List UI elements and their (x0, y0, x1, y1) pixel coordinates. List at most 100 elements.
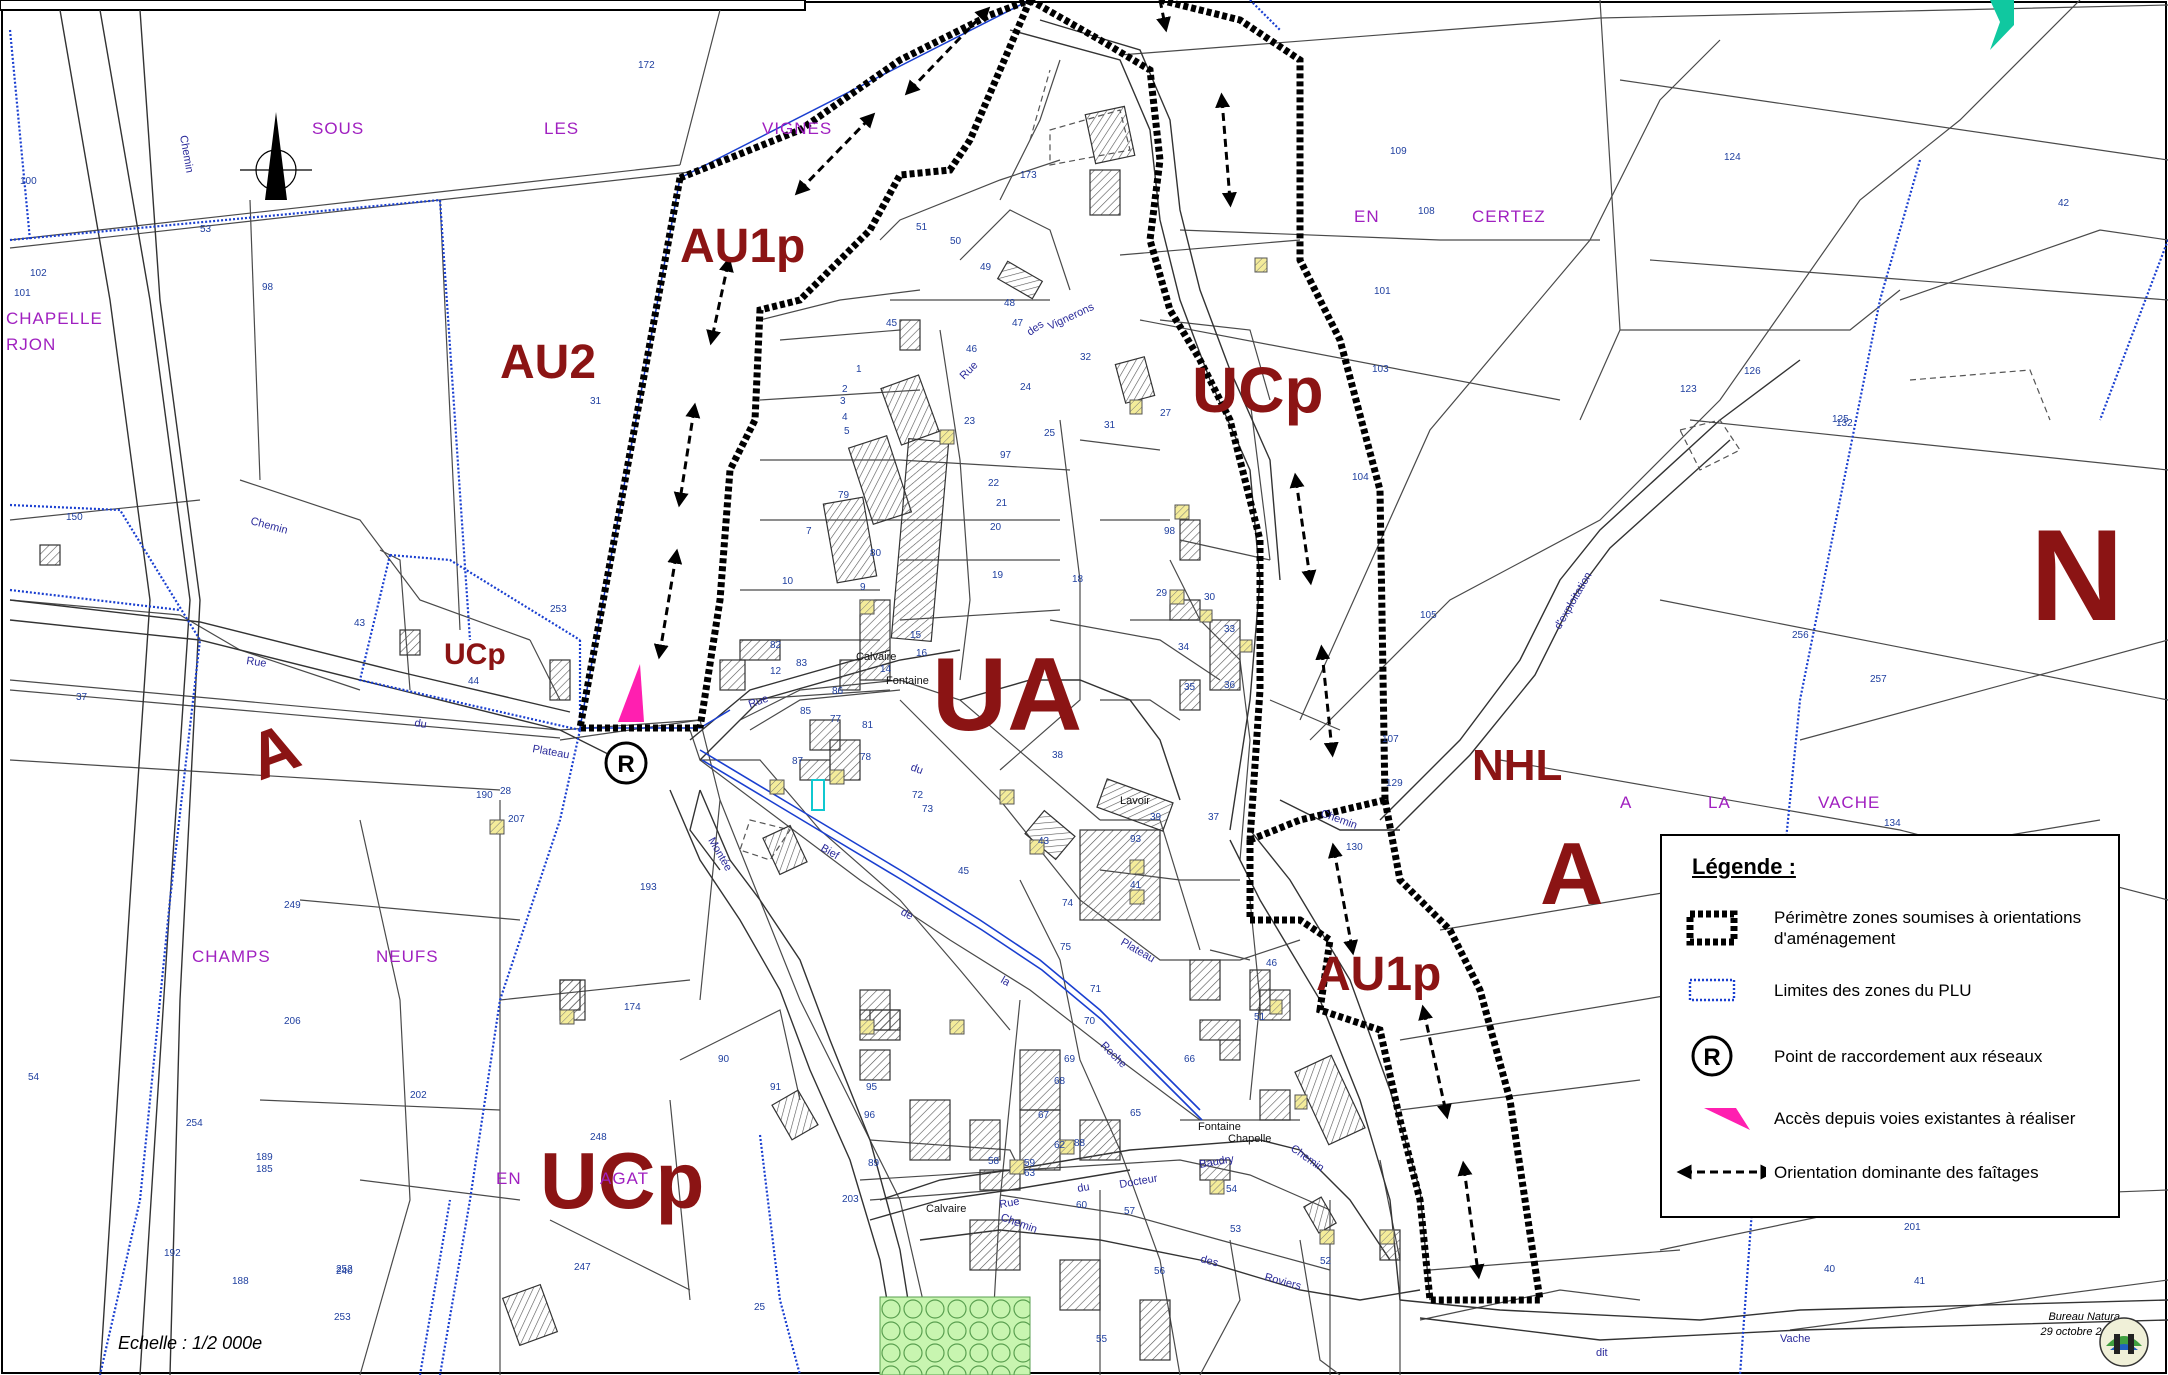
parcel-number: 23 (964, 416, 976, 427)
parcel-number: 252 (336, 1264, 353, 1275)
parcel-number: 34 (1178, 642, 1190, 653)
parcel-number: 46 (1266, 958, 1278, 969)
parcel-number: 12 (770, 666, 782, 677)
street-label: Rue (998, 1196, 1020, 1211)
parcel-number: 174 (624, 1002, 641, 1013)
parcel-number: 10 (782, 576, 794, 587)
legend-text: Point de raccordement aux réseaux (1774, 1046, 2043, 1066)
parcel-number: 80 (870, 548, 882, 559)
monument-label: Fontaine (886, 675, 929, 687)
parcel-number: 89 (868, 1158, 880, 1169)
parcel-number: 30 (1204, 592, 1216, 603)
parcel-number: 19 (992, 570, 1004, 581)
parcel-number: 70 (1084, 1016, 1096, 1027)
parcel-number: 240 (336, 1266, 353, 1277)
network-connection-icon: R (1691, 1035, 1733, 1077)
parcel-number: 190 (476, 790, 493, 801)
parcel-number: 66 (1184, 1054, 1196, 1065)
scale-label: Echelle : 1/2 000e (118, 1333, 263, 1353)
place-label: VACHE (1818, 793, 1880, 812)
zone-label: NHL (1472, 741, 1562, 790)
green-patch (879, 1296, 1031, 1375)
parcel-number: 173 (1020, 170, 1037, 181)
street-label: de (899, 906, 916, 923)
parcel-number: 207 (508, 814, 525, 825)
credit-date: 29 octobre 2008 (2040, 1326, 2120, 1338)
place-label: CERTEZ (1472, 207, 1546, 226)
parcel-number: 254 (186, 1118, 203, 1129)
street-label: Vache (1780, 1333, 1810, 1345)
parcel-number: 54 (28, 1072, 40, 1083)
parcel-number: 40 (1824, 1264, 1836, 1275)
parcel-number: 189 (256, 1152, 273, 1163)
parcel-number: 9 (860, 582, 866, 593)
parcel-number: 54 (1226, 1184, 1238, 1195)
street-label: des (1199, 1253, 1220, 1269)
parcel-number: 253 (550, 604, 567, 615)
parcel-number: 253 (334, 1312, 351, 1323)
zone-limits (8, 0, 2168, 1375)
parcel-number: 32 (1080, 352, 1092, 363)
parcel-numbers: 1721735150494847464512345797809108212838… (14, 60, 2070, 1345)
north-arrow-icon (240, 112, 312, 200)
parcel-number: 104 (1352, 472, 1369, 483)
zone-label: UCp (444, 638, 506, 671)
parcel-number: 20 (990, 522, 1002, 533)
legend-text: Limites des zones du PLU (1774, 980, 1972, 1000)
parcel-number: 58 (988, 1156, 1000, 1167)
parcel-number: 185 (256, 1164, 273, 1175)
parcel-number: 21 (996, 498, 1008, 509)
parcel-number: 38 (1052, 750, 1064, 761)
place-label: LES (544, 119, 579, 138)
parcel-number: 202 (410, 1090, 427, 1101)
street-label: du (1076, 1181, 1090, 1195)
monument-label: Fontaine (1198, 1121, 1241, 1133)
parcel-number: 37 (76, 692, 88, 703)
parcel-number: 73 (922, 804, 934, 815)
parcel-number: 44 (468, 676, 480, 687)
parcel-number: 16 (916, 648, 928, 659)
parcel-number: 63 (1024, 1168, 1036, 1179)
parcel-number: 18 (1072, 574, 1084, 585)
street-label: du (413, 717, 427, 731)
street-label: dit (1596, 1347, 1608, 1359)
parcel-number: 41 (1914, 1276, 1926, 1287)
ridge-orientation-icon (1676, 1164, 1766, 1180)
place-label: SOUS (312, 119, 364, 138)
access-arrow-icon (618, 664, 644, 722)
monument-label: Calvaire (856, 651, 896, 663)
zone-label: AU1p (1316, 948, 1441, 1001)
parcel-number: 36 (1224, 680, 1236, 691)
monument-label: Calvaire (926, 1203, 966, 1215)
parcel-number: 103 (1372, 364, 1389, 375)
parcel-number: 83 (796, 658, 808, 669)
parcel-number: 93 (1130, 834, 1142, 845)
parcel-number: 249 (284, 900, 301, 911)
parcel-number: 51 (916, 222, 928, 233)
parcel-number: 85 (800, 706, 812, 717)
zone-labels: AU1p AU2 UCp UCp UA N NHL A A AU1p UCp (239, 220, 2124, 1225)
parcel-number: 130 (1346, 842, 1363, 853)
natura-logo-icon (2099, 1317, 2149, 1367)
place-label: LA (1708, 793, 1731, 812)
legend-item-ridge: Orientation dominante des faîtages (1662, 1142, 2120, 1202)
monument-labels: Calvaire Fontaine Lavoir Fontaine Chapel… (856, 651, 1271, 1215)
parcel-number: 60 (1076, 1200, 1088, 1211)
parcel-number: 193 (640, 882, 657, 893)
parcel-number: 59 (1024, 1158, 1036, 1169)
parcel-number: 31 (590, 396, 602, 407)
parcel-number: 96 (864, 1110, 876, 1121)
parcel-number: 45 (958, 866, 970, 877)
parcel-number: 97 (1000, 450, 1012, 461)
parcel-number: 29 (1156, 588, 1168, 599)
place-label: VIGNES (762, 119, 832, 138)
orientation-perimeters (575, 0, 1544, 1304)
parcel-number: 28 (500, 786, 512, 797)
parcel-number: 102 (30, 268, 47, 279)
parcel-number: 68 (1054, 1076, 1066, 1087)
parcel-number: 51 (1254, 1012, 1266, 1023)
parcel-number: 45 (886, 318, 898, 329)
parcel-number: 15 (910, 630, 922, 641)
parcel-number: 125 (1832, 414, 1849, 425)
